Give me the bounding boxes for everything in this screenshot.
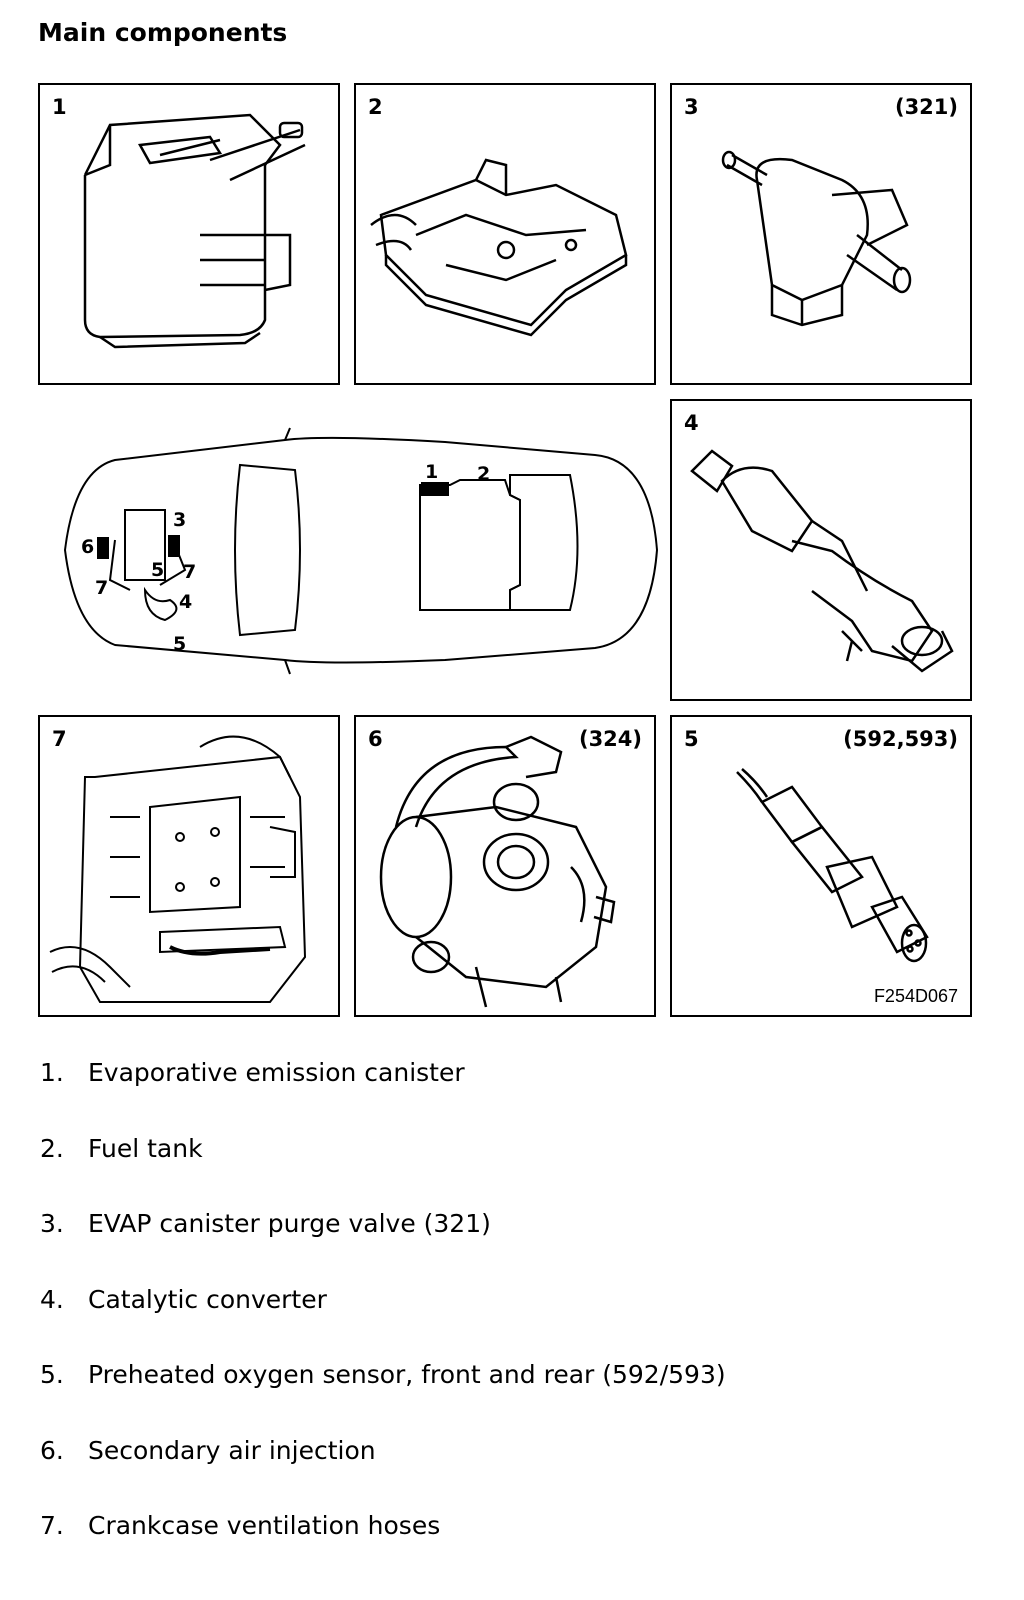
panel-secondary-air: 6 (324) — [354, 715, 656, 1017]
panel-purge-valve: 3 (321) — [670, 83, 972, 385]
purge-valve-illustration — [721, 150, 912, 327]
layout-label-catalyst: 4 — [179, 591, 192, 613]
panel-number: 1 — [52, 95, 67, 119]
legend-text: Preheated oxygen sensor, front and rear … — [88, 1360, 726, 1389]
layout-label-secondary-air: 6 — [81, 536, 94, 558]
layout-label-sensor-rear: 5 — [173, 633, 186, 655]
panel-number: 5 — [684, 727, 699, 751]
panel-number: 3 — [684, 95, 699, 119]
legend-item: 6. Secondary air injection — [40, 1436, 726, 1512]
fuel-tank-illustration — [370, 158, 628, 337]
evap-canister-illustration — [83, 113, 306, 349]
legend-number: 5. — [40, 1360, 64, 1389]
layout-label-purge-valve: 3 — [173, 509, 186, 531]
layout-label-tank: 2 — [477, 463, 490, 485]
legend-item: 7. Crankcase ventilation hoses — [40, 1511, 726, 1587]
legend-number: 2. — [40, 1133, 64, 1163]
legend-text: Crankcase ventilation hoses — [88, 1511, 441, 1540]
panel-number: 4 — [684, 411, 699, 435]
legend-number: 3. — [40, 1209, 64, 1238]
figure-code: F254D067 — [873, 986, 958, 1006]
secondary-air-pump-illustration — [379, 735, 616, 1008]
panel-fuel-tank: 2 — [354, 83, 656, 385]
page-title: Main components — [38, 18, 288, 47]
legend-text: Secondary air injection — [88, 1435, 376, 1465]
legend-number: 1. — [40, 1058, 64, 1087]
legend-text: Fuel tank — [88, 1133, 203, 1163]
panel-number: 7 — [52, 727, 67, 751]
panel-catalytic-converter: 4 — [670, 399, 972, 701]
panel-reference: (321) — [894, 95, 958, 119]
panel-number: 2 — [368, 95, 383, 119]
oxygen-sensor-illustration — [736, 768, 929, 963]
panel-reference: (324) — [578, 727, 642, 751]
legend-item: 1. Evaporative emission canister — [40, 1058, 726, 1134]
legend-item: 2. Fuel tank — [40, 1134, 726, 1210]
legend-text: Evaporative emission canister — [88, 1058, 465, 1087]
layout-label-hose-left: 7 — [95, 577, 108, 599]
legend-text: EVAP canister purge valve (321) — [88, 1209, 491, 1238]
legend-item: 4. Catalytic converter — [40, 1285, 726, 1361]
panel-crankcase-hoses: 7 — [38, 715, 340, 1017]
legend-text: Catalytic converter — [88, 1284, 327, 1314]
legend-number: 7. — [40, 1511, 64, 1540]
catalytic-converter-illustration — [690, 449, 954, 673]
legend-number: 4. — [40, 1284, 64, 1314]
layout-label-canister: 1 — [425, 461, 438, 483]
panel-number: 6 — [368, 727, 383, 751]
engine-illustration — [49, 735, 307, 1003]
layout-label-sensor-front: 5 — [151, 559, 164, 581]
vehicle-layout-diagram: 1 2 3 6 5 7 7 4 5 — [63, 427, 659, 675]
panel-reference: (592,593) — [843, 727, 958, 751]
layout-label-hose-right: 7 — [183, 561, 196, 583]
panel-evap-canister: 1 — [38, 83, 340, 385]
legend-item: 3. EVAP canister purge valve (321) — [40, 1209, 726, 1285]
legend-item: 5. Preheated oxygen sensor, front and rea… — [40, 1360, 726, 1436]
panel-oxygen-sensor: 5 (592,593) F254D067 — [670, 715, 972, 1017]
component-legend: 1. Evaporative emission canister 2. Fuel t… — [40, 1058, 726, 1587]
legend-number: 6. — [40, 1435, 64, 1465]
